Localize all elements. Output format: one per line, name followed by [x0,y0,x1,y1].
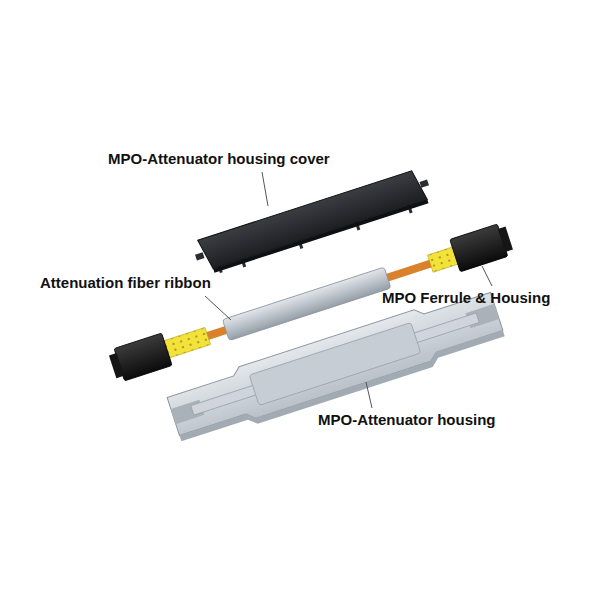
part-label: MPO-Attenuator housing [318,411,495,429]
housing-cover [191,167,435,280]
part-label: MPO Ferrule & Housing [382,289,550,307]
attenuator-housing [165,286,507,448]
part-label: Attenuation fiber ribbon [40,274,211,292]
part-label: MPO-Attenuator housing cover [108,150,330,168]
